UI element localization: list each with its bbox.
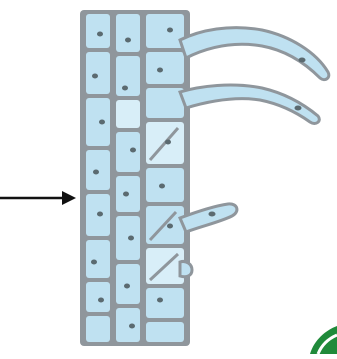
cell [86, 240, 110, 278]
root-hair [180, 261, 192, 276]
nucleus [299, 58, 306, 63]
cell [86, 316, 110, 342]
cell [146, 14, 184, 48]
cell [146, 168, 184, 202]
nucleus [128, 236, 134, 241]
nucleus [123, 192, 129, 197]
nucleus [209, 212, 216, 217]
nucleus [93, 170, 99, 175]
cell [86, 52, 110, 94]
root-tissue [80, 10, 190, 346]
cell [86, 282, 110, 312]
cell [86, 98, 110, 146]
cell [116, 14, 140, 52]
nucleus [167, 28, 173, 33]
cell [146, 52, 184, 84]
nucleus [124, 284, 130, 289]
nucleus [295, 106, 302, 111]
nucleus [167, 224, 173, 229]
cell [146, 322, 184, 342]
nucleus [129, 324, 135, 329]
cell [146, 88, 184, 118]
nucleus [157, 68, 163, 73]
nucleus [99, 120, 105, 125]
cell [116, 132, 140, 172]
nucleus [92, 74, 98, 79]
nucleus [165, 140, 171, 145]
cell [86, 150, 110, 190]
nucleus [91, 260, 97, 265]
cell [116, 308, 140, 342]
nucleus [97, 212, 103, 217]
cell [86, 14, 110, 48]
cell [146, 288, 184, 318]
nucleus [125, 38, 131, 43]
nucleus [98, 298, 104, 303]
nucleus [159, 184, 165, 189]
nucleus [157, 298, 163, 303]
cell [116, 56, 140, 96]
nucleus [122, 86, 128, 91]
nucleus [130, 148, 136, 153]
cell [116, 100, 140, 128]
nucleus [97, 32, 103, 37]
